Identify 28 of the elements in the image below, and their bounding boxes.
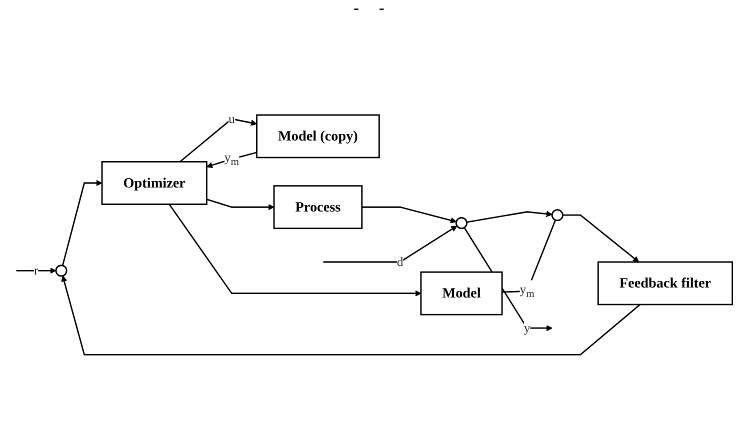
sign-label: - bbox=[354, 0, 359, 19]
arrow bbox=[16, 268, 56, 274]
arrow bbox=[62, 180, 102, 266]
node-box: Model (copy) bbox=[256, 114, 380, 158]
node-circle bbox=[455, 217, 468, 230]
node-box: Feedback filter bbox=[597, 261, 734, 306]
edge-label: d bbox=[396, 254, 404, 269]
node-box: Optimizer bbox=[101, 161, 208, 205]
edge-label: y$_{m}$ bbox=[224, 150, 240, 168]
arrow bbox=[323, 226, 458, 263]
arrow bbox=[562, 214, 640, 262]
sign-label: - bbox=[379, 0, 384, 19]
arrow bbox=[206, 198, 274, 210]
edge-label: u bbox=[228, 111, 235, 126]
node-box: Model bbox=[420, 271, 503, 316]
node-box: Process bbox=[273, 185, 363, 230]
connector bbox=[502, 220, 556, 293]
arrow bbox=[362, 206, 457, 224]
arrow bbox=[168, 204, 422, 296]
edge-label: y$_{m}$ bbox=[520, 282, 534, 300]
edge-label: y bbox=[524, 320, 530, 335]
arrow bbox=[180, 118, 258, 162]
node-circle bbox=[551, 209, 564, 222]
arrow bbox=[466, 210, 552, 223]
arrow bbox=[61, 276, 640, 356]
edge-label: r bbox=[34, 263, 38, 278]
node-circle bbox=[55, 264, 68, 277]
arrow bbox=[206, 152, 257, 168]
